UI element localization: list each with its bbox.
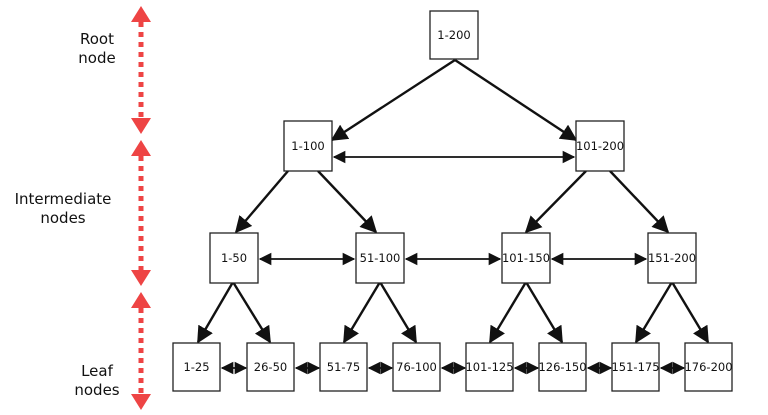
leaf-level-bracket (131, 292, 151, 410)
tree-edges (196, 58, 710, 344)
node-level2-3-label: 151-200 (648, 251, 696, 265)
edge-root-to-101-200 (454, 58, 578, 142)
root-node-label: Root node (62, 30, 132, 68)
node-root (429, 10, 479, 60)
node-leaf-0-label: 1-25 (183, 360, 209, 374)
node-level2-0-label: 1-50 (221, 251, 247, 265)
sibling-links (220, 150, 686, 375)
node-level1-1-label: 101-200 (576, 139, 624, 153)
node-level1-0-label: 1-100 (291, 139, 324, 153)
node-level2-3 (647, 232, 697, 284)
node-level2-2-label: 101-150 (502, 251, 550, 265)
node-leaf-2-label: 51-75 (327, 360, 360, 374)
node-leaf-7-label: 176-200 (684, 360, 732, 374)
edge-1-100-to-51-100 (317, 170, 378, 234)
node-leaf-1-label: 26-50 (254, 360, 287, 374)
edge-1-50-to-26-50 (231, 281, 272, 344)
bracket-arrow-down-icon (131, 118, 151, 134)
node-level1-1 (575, 120, 625, 172)
node-leaf-2 (319, 342, 368, 392)
bracket-arrow-up-icon (131, 292, 151, 308)
node-leaf-0 (172, 342, 221, 392)
bracket-arrow-up-icon (131, 6, 151, 22)
edge-51-100-to-51-75 (342, 281, 382, 344)
bracket-arrow-down-icon (131, 394, 151, 410)
intermediate-nodes-label: Intermediate nodes (0, 190, 126, 228)
edge-101-150-to-101-125 (488, 281, 528, 344)
edge-101-150-to-126-150 (524, 281, 564, 344)
edge-101-200-to-151-200 (609, 170, 670, 234)
edge-151-200-to-151-175 (634, 281, 674, 344)
node-leaf-3-label: 76-100 (396, 360, 437, 374)
node-leaf-3 (392, 342, 441, 392)
node-leaf-7 (684, 342, 733, 392)
intermediate-level-bracket (131, 140, 151, 286)
node-leaf-4 (465, 342, 514, 392)
node-leaf-5-label: 126-150 (538, 360, 586, 374)
edge-1-50-to-1-25 (196, 281, 235, 344)
node-level2-1 (355, 232, 405, 284)
node-root-label: 1-200 (437, 28, 470, 42)
root-label-line1: Root (80, 30, 114, 48)
edge-1-100-to-1-50 (234, 170, 289, 234)
leaf-label-line2: nodes (74, 381, 120, 399)
bracket-arrow-up-icon (131, 140, 151, 156)
node-level1-0 (283, 120, 333, 172)
edge-root-to-1-100 (330, 58, 456, 142)
node-leaf-6-label: 151-175 (611, 360, 659, 374)
root-level-bracket (131, 6, 151, 134)
edge-51-100-to-76-100 (378, 281, 418, 344)
node-level2-1-label: 51-100 (360, 251, 401, 265)
node-level2-0 (209, 232, 259, 284)
edge-101-200-to-101-150 (524, 170, 587, 234)
leaf-nodes-label: Leaf nodes (62, 362, 132, 400)
node-leaf-4-label: 101-125 (465, 360, 513, 374)
node-level2-2 (501, 232, 551, 284)
intermediate-label-line1: Intermediate (14, 190, 112, 208)
bracket-arrow-down-icon (131, 270, 151, 286)
intermediate-label-line2: nodes (40, 209, 86, 227)
node-leaf-5 (538, 342, 587, 392)
edge-151-200-to-176-200 (670, 281, 710, 344)
leaf-label-line1: Leaf (81, 362, 113, 380)
node-leaf-6 (611, 342, 660, 392)
node-leaf-1 (246, 342, 295, 392)
root-label-line2: node (78, 49, 116, 67)
